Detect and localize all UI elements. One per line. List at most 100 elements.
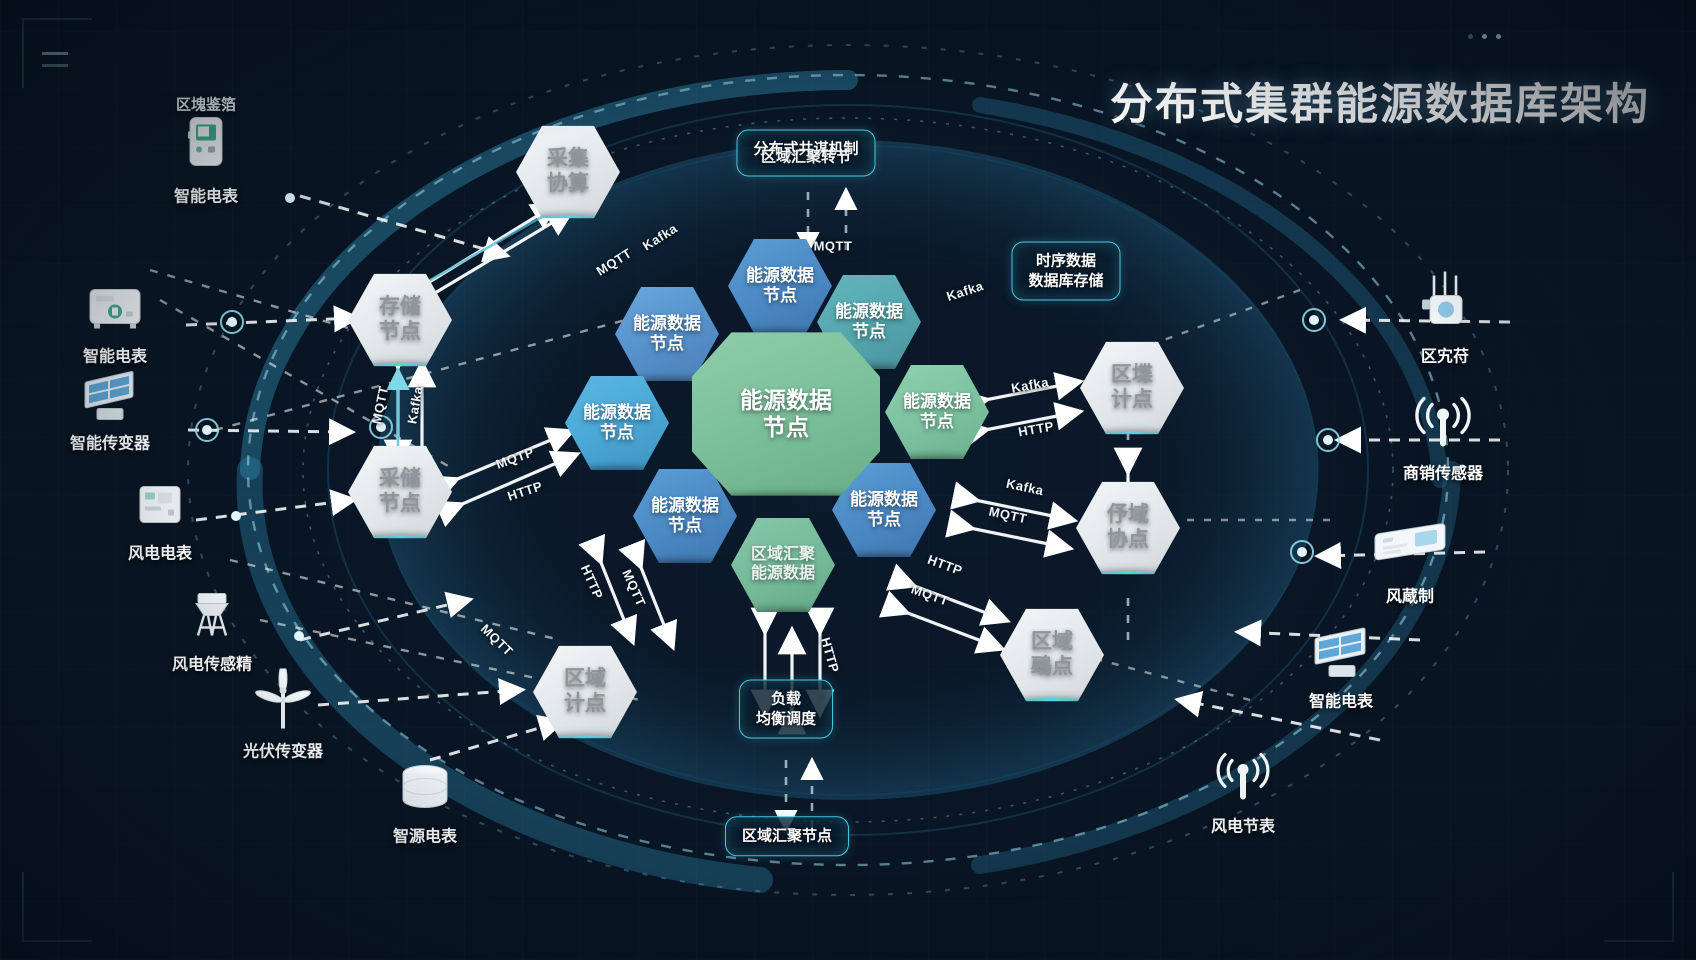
core-node[interactable]: 能源数据 节点 [692, 332, 880, 496]
group-tag-blockchain: 区塊鉴箔 [175, 96, 237, 114]
device-smart-meter-right-label: 智能电表 [1308, 693, 1373, 711]
hex-glow-edge [1010, 698, 1094, 702]
device-controller-label: 风蔵制 [1385, 588, 1434, 606]
gateway-antenna-icon [1412, 271, 1478, 336]
data-node-lower-left-label: 能源数据 节点 [651, 495, 719, 535]
data-node-upper-left-label: 能源数据 节点 [633, 313, 701, 353]
protocol-label-13: HTTP [577, 562, 607, 602]
protocol-label-7: HTTP [1016, 418, 1056, 440]
smart-meter-icon [83, 274, 147, 336]
data-node-bottom[interactable]: 区域汇聚 能源数据 [731, 517, 835, 613]
device-source-meter-label: 智源电表 [392, 828, 458, 846]
service-node-collect-label: 采集 协算 [547, 147, 589, 195]
service-node-region-e-label: 伃域 协点 [1107, 503, 1149, 551]
deco-bar-1 [42, 52, 68, 55]
device-pv-transformer[interactable]: 光伏传变器 [242, 668, 324, 762]
deco-bar-2 [42, 64, 68, 67]
data-node-left-label: 能源数据 节点 [583, 402, 651, 442]
callout-load-balance-line2: 均衡调度 [755, 710, 817, 727]
device-smart-meter-1-label: 智能电表 [173, 188, 239, 206]
hex-glow-edge [543, 735, 627, 739]
device-wind-node-meter[interactable]: 风电节表 [1210, 744, 1276, 837]
data-node-top-label: 能源数据 节点 [746, 265, 814, 305]
drone-sensor-icon [172, 582, 252, 644]
protocol-label-14: MQTT [619, 567, 649, 609]
device-sensor-label: 商销传感器 [1402, 465, 1484, 483]
wind-turbine-icon [243, 668, 323, 731]
data-node-lower-right-label: 能源数据 节点 [850, 489, 918, 529]
service-node-storage-2-label: 采储 节点 [379, 467, 421, 515]
callout-load-balance[interactable]: 负载 均衡调度 [738, 679, 834, 739]
meter-box-icon [128, 471, 192, 533]
protocol-label-11: HTTP [925, 551, 965, 579]
solar-panel-icon [1305, 619, 1377, 681]
deco-dot-cluster [1468, 26, 1510, 44]
device-wind-sensor[interactable]: 风电传感精 [172, 582, 252, 675]
device-wind-meter[interactable]: 风电电表 [128, 471, 192, 564]
protocol-label-18: Kafka [404, 385, 426, 425]
device-smart-meter-1[interactable]: 智能电表 [174, 114, 238, 207]
data-node-right-label: 能源数据 节点 [903, 391, 971, 431]
protocol-label-15: MQTT [477, 621, 517, 659]
callout-tsdb[interactable]: 时序数据 数据库存储 [1011, 241, 1121, 301]
device-sensor[interactable]: 商销传感器 [1403, 391, 1483, 484]
device-smart-meter-2[interactable]: 智能电表 [83, 274, 147, 367]
service-node-storage-label: 存储 节点 [379, 295, 421, 343]
service-node-region-ne[interactable]: 区堞 计点 [1080, 341, 1184, 435]
callout-tsdb-line1: 时序数据 [1035, 252, 1097, 270]
hex-glow-edge [526, 215, 610, 219]
hex-glow-edge [358, 535, 442, 539]
device-smart-meter-right[interactable]: 智能电表 [1305, 619, 1377, 712]
corner-bracket-bottom-right [1604, 872, 1674, 942]
protocol-label-9: Kafka [1004, 475, 1046, 499]
hex-glow-edge [1086, 571, 1170, 575]
device-transformer-label: 智能传变器 [69, 435, 151, 453]
protocol-label-17: MQTT [368, 384, 392, 426]
core-node-label: 能源数据 节点 [740, 386, 832, 440]
hex-glow-edge [358, 363, 442, 367]
callout-consensus[interactable]: 分布式共谋机制 区域汇聚转节 [736, 129, 876, 177]
device-gateway-label: 区宄苻 [1420, 348, 1469, 366]
protocol-label-2: MQTT [593, 245, 635, 279]
controller-panel-icon [1367, 514, 1453, 576]
service-node-region-se-label: 区域 鵐点 [1031, 630, 1073, 678]
data-node-right[interactable]: 能源数据 节点 [885, 364, 989, 460]
service-node-region-e[interactable]: 伃域 协点 [1076, 481, 1180, 575]
device-wind-meter-label: 风电电表 [127, 545, 193, 563]
service-node-collect[interactable]: 采集 协算 [516, 125, 620, 219]
solar-panel-icon [70, 361, 150, 423]
protocol-label-12: MQTT [909, 581, 951, 609]
callout-load-balance-line1: 负载 [770, 690, 802, 708]
service-node-region-sw[interactable]: 区域 计点 [533, 645, 637, 739]
protocol-label-6: HTTP [505, 478, 545, 504]
service-node-storage[interactable]: 存储 节点 [348, 273, 452, 367]
device-source-meter[interactable]: 智源电表 [393, 754, 457, 847]
hex-glow-edge [1090, 431, 1174, 435]
data-node-left[interactable]: 能源数据 节点 [565, 375, 669, 471]
service-node-storage-2[interactable]: 采储 节点 [348, 445, 452, 539]
callout-tsdb-line2: 数据库存储 [1028, 272, 1104, 289]
device-transformer[interactable]: 智能传变器 [70, 361, 150, 454]
device-wind-sensor-label: 风电传感精 [171, 656, 253, 674]
service-node-region-ne-label: 区堞 计点 [1111, 363, 1153, 411]
signal-tower-icon [1210, 744, 1276, 806]
protocol-label-1: Kafka [639, 220, 681, 254]
corner-bracket-bottom-left [22, 872, 92, 942]
page-title: 分布式集群能源数据库架构 [1110, 81, 1650, 129]
protocol-label-3: MQTT [813, 238, 853, 254]
device-pv-transformer-label: 光伏传变器 [242, 743, 324, 761]
device-controller[interactable]: 风蔵制 [1367, 514, 1453, 607]
signal-tower-icon [1403, 391, 1483, 453]
service-node-region-sw-label: 区域 计点 [564, 667, 606, 715]
protocol-label-5: MQTP [493, 444, 537, 472]
smart-meter-icon [174, 114, 238, 176]
protocol-label-8: Kafka [1010, 374, 1050, 396]
service-node-region-se[interactable]: 区域 鵐点 [1000, 608, 1104, 702]
protocol-label-10: MQTT [987, 503, 1029, 527]
protocol-label-4: Kafka [944, 278, 986, 304]
callout-consensus-line2: 区域汇聚转节 [760, 148, 852, 165]
device-wind-node-meter-label: 风电节表 [1210, 818, 1275, 836]
callout-aggregate-node[interactable]: 区域汇聚节点 [724, 816, 850, 856]
device-gateway[interactable]: 区宄苻 [1412, 271, 1478, 367]
